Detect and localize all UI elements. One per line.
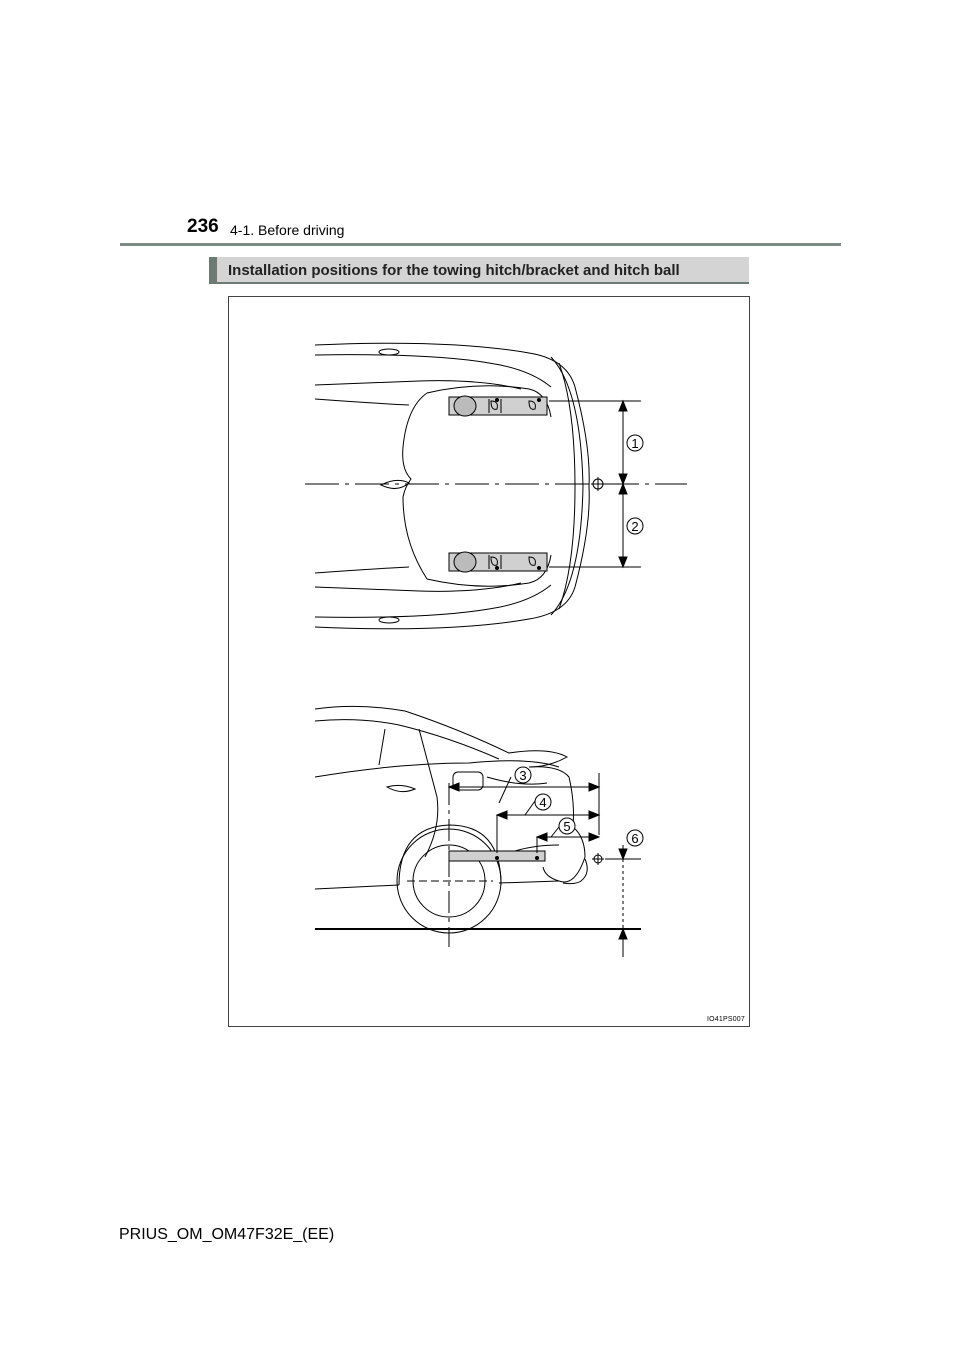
callout-6: 6 xyxy=(626,829,644,847)
figure-code: IO41PS007 xyxy=(707,1016,745,1023)
heading-bar: Installation positions for the towing hi… xyxy=(209,257,749,284)
callout-3: 3 xyxy=(514,766,532,784)
heading-underline xyxy=(209,282,749,284)
heading-text: Installation positions for the towing hi… xyxy=(228,262,680,279)
callout-2: 2 xyxy=(626,517,644,535)
callout-1: 1 xyxy=(626,434,644,452)
callout-3-label: 3 xyxy=(519,768,526,783)
footer-doc-id: PRIUS_OM_OM47F32E_(EE) xyxy=(119,1226,335,1243)
side-dimension-lines xyxy=(447,773,641,957)
callout-5: 5 xyxy=(558,817,576,835)
side-view-vehicle xyxy=(314,705,588,934)
callout-4-label: 4 xyxy=(539,795,546,810)
top-dimension-lines xyxy=(549,399,641,569)
top-view-vehicle xyxy=(314,342,590,630)
page-number: 236 xyxy=(187,216,219,237)
callout-6-label: 6 xyxy=(631,831,638,846)
callout-5-label: 5 xyxy=(563,819,570,834)
heading-marker xyxy=(209,257,217,284)
towing-hitch-diagram: 1 2 3 4 5 6 xyxy=(305,342,687,957)
header-rule xyxy=(120,243,841,246)
figure-frame: 1 2 3 4 5 6 IO41PS007 xyxy=(228,296,750,1027)
callout-4: 4 xyxy=(534,793,552,811)
callout-2-label: 2 xyxy=(631,519,638,534)
callout-1-label: 1 xyxy=(631,436,638,451)
section-title: 4-1. Before driving xyxy=(230,222,345,238)
